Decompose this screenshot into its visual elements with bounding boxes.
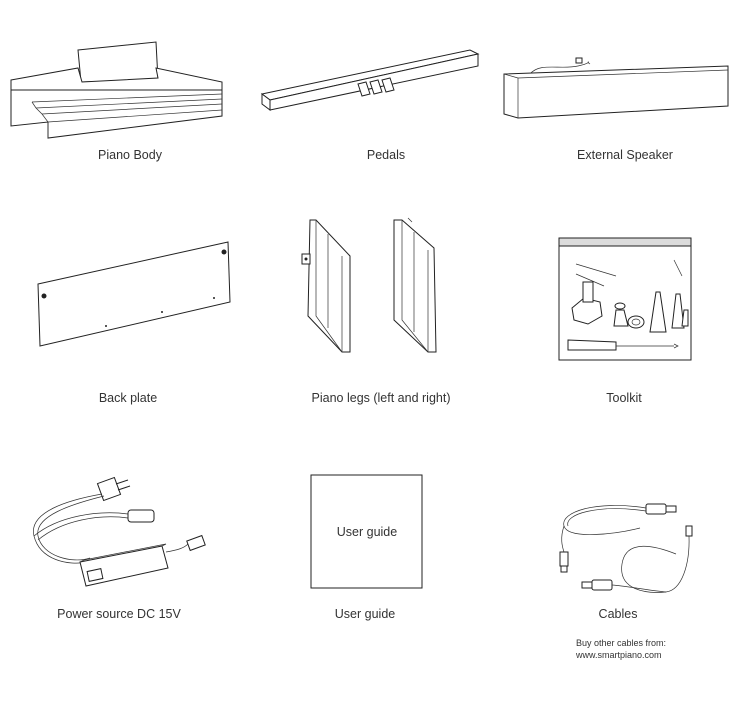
cables-icon [556, 494, 706, 606]
pedals-caption: Pedals [366, 148, 406, 162]
cables-note-line1: Buy other cables from: [576, 638, 667, 648]
power-adapter-icon [28, 476, 214, 592]
pedals-icon [258, 44, 480, 112]
piano-body-icon [8, 41, 230, 140]
toolkit-icon [556, 236, 694, 364]
speaker-icon [500, 56, 732, 120]
external-speaker-caption: External Speaker [577, 148, 673, 162]
cables-caption: Cables [598, 607, 638, 621]
toolkit-caption: Toolkit [606, 391, 642, 405]
power-source-caption: Power source DC 15V [57, 607, 181, 621]
back-plate-icon [36, 238, 232, 348]
piano-legs-caption: Piano legs (left and right) [311, 391, 451, 405]
back-plate-caption: Back plate [98, 391, 158, 405]
user-guide-caption: User guide [334, 607, 396, 621]
piano-legs-icon [298, 216, 444, 356]
piano-body-caption: Piano Body [98, 148, 162, 162]
user-guide-icon: User guide [310, 474, 424, 590]
cables-note: Buy other cables from: www.smartpiano.co… [576, 637, 666, 661]
cables-note-link[interactable]: www.smartpiano.com [576, 650, 662, 660]
user-guide-cover-text: User guide [337, 525, 397, 539]
